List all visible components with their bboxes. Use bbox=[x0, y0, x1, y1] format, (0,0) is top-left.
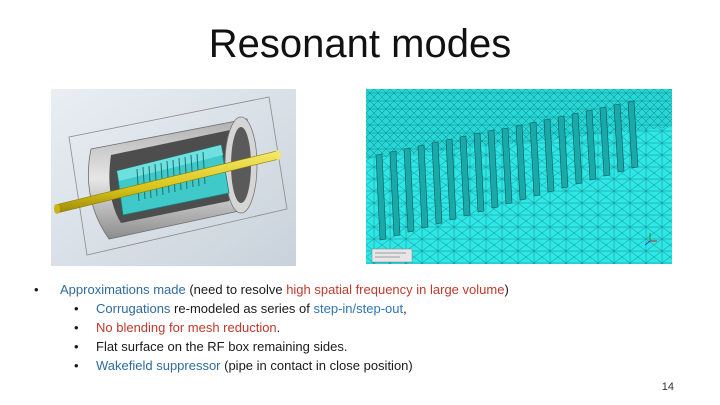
sub-bullet-text: re-modeled as series of bbox=[170, 301, 314, 316]
bullet-main-close: ) bbox=[504, 282, 509, 297]
bullet-main-term: Approximations made bbox=[60, 282, 186, 297]
slide-title: Resonant modes bbox=[208, 22, 512, 66]
bullet-dot: • bbox=[74, 320, 79, 335]
mesh-image bbox=[366, 89, 672, 264]
sub-bullet-flat-surface: • Flat surface on the RF box remaining s… bbox=[34, 337, 694, 356]
sub-bullet-punct: , bbox=[403, 301, 407, 316]
sub-bullet-punct: . bbox=[276, 320, 281, 335]
bullet-list: • Approximations made (need to resolve h… bbox=[34, 280, 694, 375]
sub-bullet-corrugations: • Corrugations re-modeled as series of s… bbox=[34, 299, 694, 318]
cavity-model-image bbox=[51, 89, 296, 266]
bullet-main-highlight: high spatial frequency in large volume bbox=[286, 282, 505, 297]
sub-bullet-highlight: step-in/step-out bbox=[313, 301, 404, 316]
sub-bullet-wakefield: • Wakefield suppressor (pipe in contact … bbox=[34, 356, 694, 375]
bullet-main: • Approximations made (need to resolve h… bbox=[34, 280, 694, 299]
sub-bullet-highlight: No blending for mesh reduction bbox=[96, 320, 277, 335]
page-number: 14 bbox=[661, 381, 674, 393]
sub-bullet-blending: • No blending for mesh reduction. bbox=[34, 318, 694, 337]
bullet-dot: • bbox=[74, 358, 79, 373]
bullet-dot: • bbox=[34, 282, 39, 297]
bullet-main-text: (need to resolve bbox=[185, 282, 287, 297]
bullet-dot: • bbox=[74, 339, 79, 354]
sub-bullet-text: Flat surface on the RF box remaining sid… bbox=[96, 339, 348, 354]
sub-bullet-term: Wakefield suppressor bbox=[96, 358, 221, 373]
bullet-dot: • bbox=[74, 301, 79, 316]
sub-bullet-text: (pipe in contact in close position) bbox=[220, 358, 413, 373]
sub-bullet-term: Corrugations bbox=[96, 301, 171, 316]
